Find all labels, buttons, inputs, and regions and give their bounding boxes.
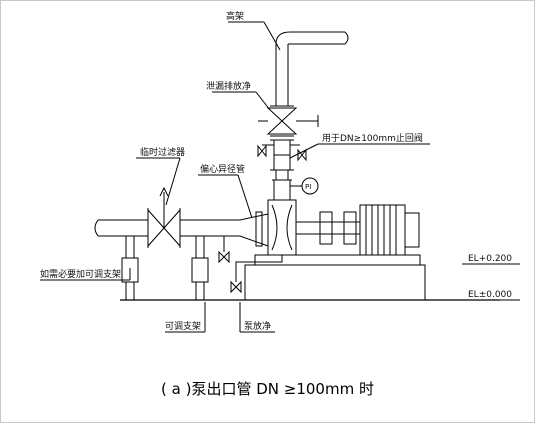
label-el-ground: EL±0.000 <box>468 290 512 300</box>
label-pi: PI <box>305 183 311 191</box>
label-support-note: 如需必要加可调支架 <box>40 268 121 280</box>
label-check-valve: 用于DN≥100mm止回阀 <box>322 132 423 144</box>
suction-drain-valve <box>218 250 230 264</box>
discharge-elbow <box>275 31 345 45</box>
pump-volute <box>271 204 278 251</box>
label-pump-drain: 泵放净 <box>244 320 271 332</box>
label-temp-strainer: 临时过滤器 <box>140 146 185 158</box>
discharge-nozzle <box>273 179 291 201</box>
label-adjustable-support: 可调支架 <box>165 320 201 332</box>
pump-drain-valve <box>230 280 242 294</box>
motor <box>359 204 406 256</box>
label-discharge: 高架 <box>226 10 244 22</box>
suction-pipe <box>98 219 148 237</box>
foundation <box>244 264 426 301</box>
label-el-upper: EL+0.200 <box>468 254 512 264</box>
label-vent-drain: 泄漏排放净 <box>206 80 251 92</box>
pressure-gauge <box>301 177 319 195</box>
baseplate <box>254 254 421 266</box>
figure-caption: ( a )泵出口管 DN ≥100mm 时 <box>161 380 374 398</box>
coupling <box>319 211 333 245</box>
label-eccentric-reducer: 偏心异径管 <box>200 163 245 175</box>
pump-casing <box>267 199 297 256</box>
discharge-gate-valve <box>266 107 298 135</box>
suction-flange <box>255 211 263 247</box>
